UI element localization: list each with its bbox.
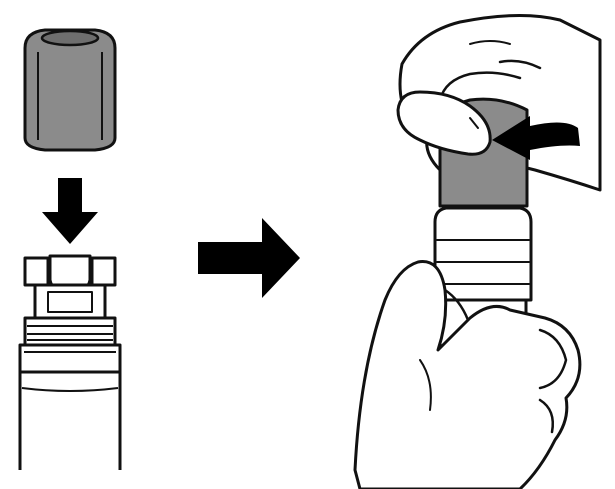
ink-bottle-icon — [433, 206, 533, 472]
arrow-right-icon — [198, 218, 300, 298]
curved-arrow-icon — [492, 116, 580, 160]
hand-icon — [353, 260, 582, 489]
bottle-cap-icon — [23, 28, 117, 152]
step-2-twist-cap — [353, 13, 602, 489]
step-1-place-cap — [18, 28, 122, 470]
arrow-down-icon — [42, 178, 98, 244]
ink-bottle-icon — [18, 254, 122, 470]
